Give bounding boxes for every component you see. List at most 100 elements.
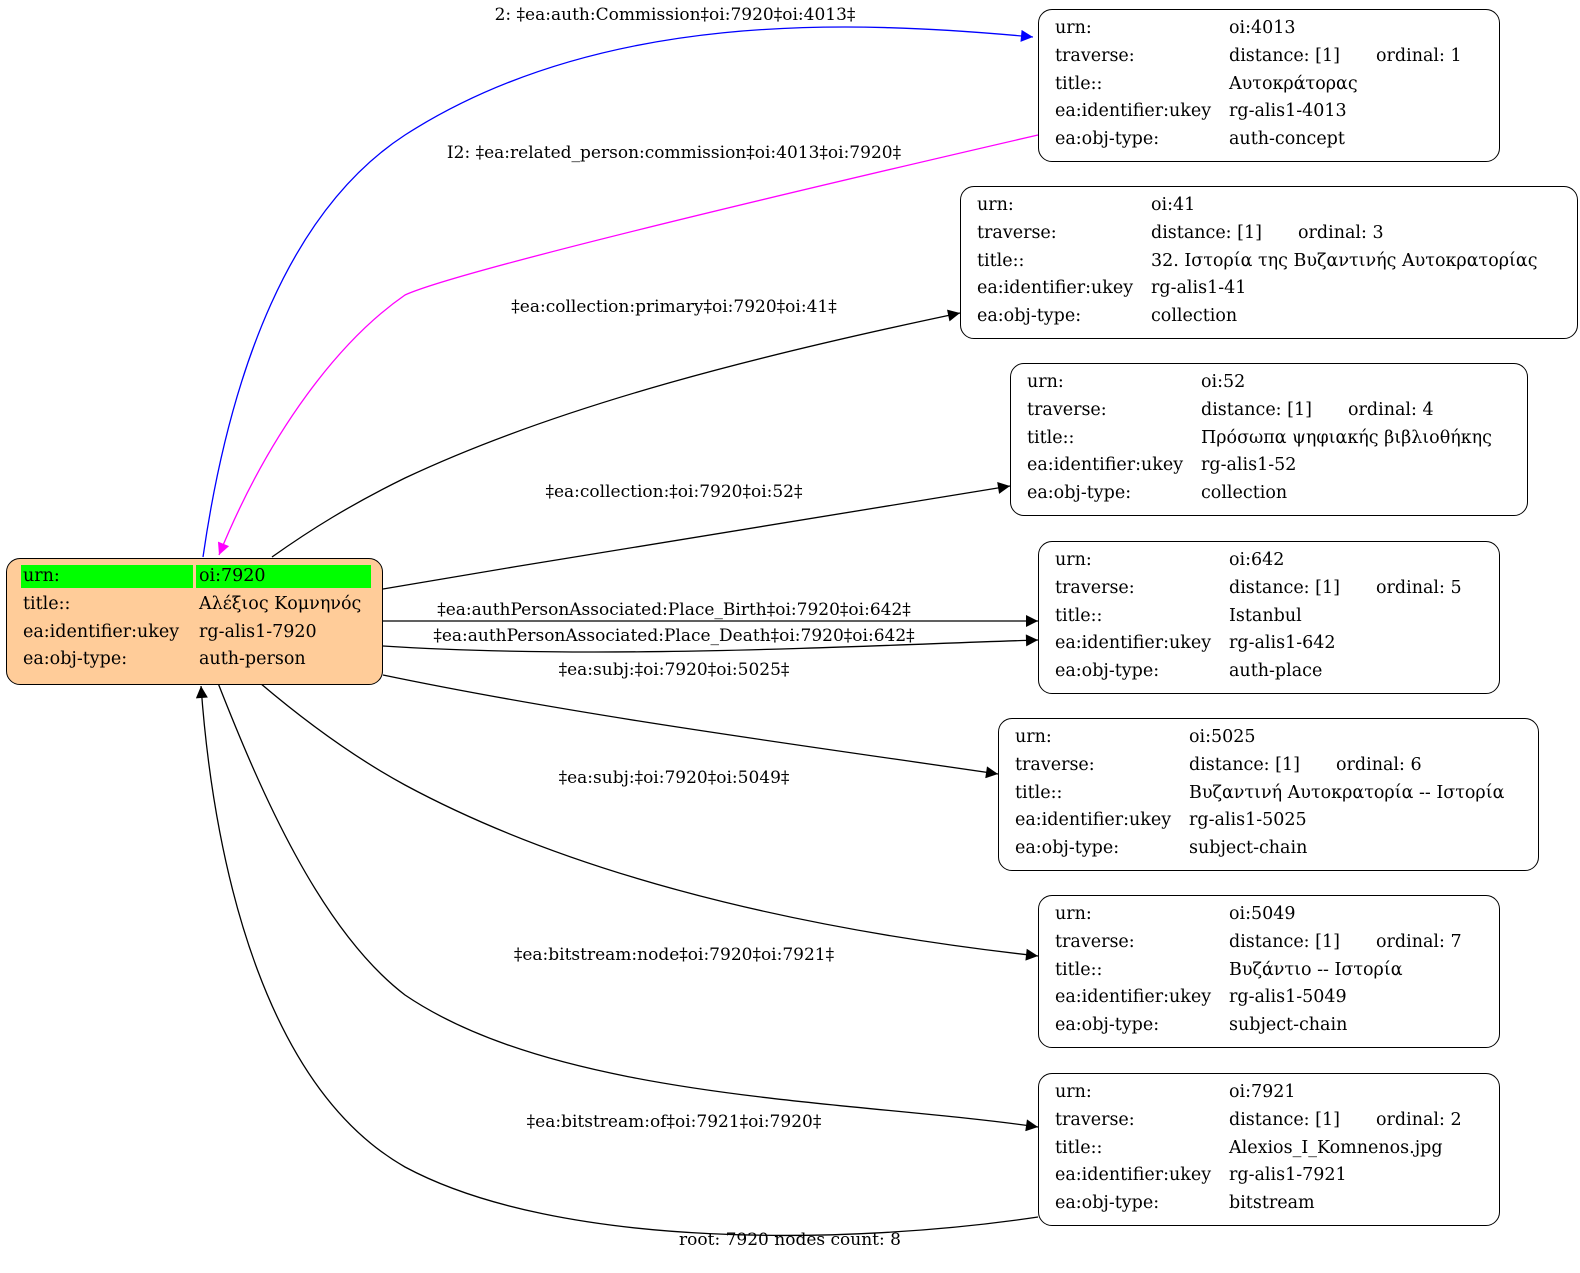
edge-place-death (382, 634, 1039, 653)
node-row-type: ea:obj-type: collection (977, 303, 1577, 331)
urn-key: urn: (1055, 904, 1092, 924)
urn-key: urn: (1015, 727, 1052, 747)
node-row-title: title::Αυτοκράτορας (1055, 71, 1499, 99)
node-row-ukey: ea:identifier:ukey rg-alis1-41 (977, 275, 1577, 303)
node-row-title: title::Istanbul (1055, 603, 1499, 631)
edge-label-collection-primary: ‡ea:collection:primary‡oi:7920‡oi:41‡ (511, 297, 837, 317)
type-value: auth-place (1229, 661, 1323, 682)
title-value: Πρόσωπα ψηφιακής βιβλιοθήκης (1201, 427, 1492, 448)
title-key: title:: (1055, 605, 1103, 626)
title-value: 32. Ιστορία της Βυζαντινής Αυτοκρατορίας (1151, 250, 1538, 271)
traverse-key: traverse: (1055, 1109, 1135, 1130)
edge-label-commission: 2: ‡ea:auth:Commission‡oi:7920‡oi:4013‡ (495, 5, 856, 25)
title-value: Βυζαντινή Αυτοκρατορία -- Ιστορία (1189, 782, 1505, 803)
distance-value: distance: [1] (1229, 577, 1340, 598)
root-type-key: ea:obj-type: (23, 649, 128, 670)
ukey-key: ea:identifier:ukey (1055, 633, 1212, 654)
title-key: title:: (1055, 73, 1103, 94)
node-row-urn: urn: oi:642 (1055, 547, 1499, 575)
ukey-key: ea:identifier:ukey (1027, 455, 1184, 476)
type-key: ea:obj-type: (1015, 838, 1120, 859)
title-value: Istanbul (1229, 605, 1302, 626)
ukey-key: ea:identifier:ukey (1055, 1165, 1212, 1186)
node-row-urn: urn:oi:4013 (1055, 15, 1499, 43)
title-key: title:: (1055, 959, 1103, 980)
root-row-urn: urn: oi:7920 (21, 563, 382, 591)
root-urn-highlight-val (196, 565, 371, 588)
type-key: ea:obj-type: (1055, 661, 1160, 682)
node-oi-7921[interactable]: urn:oi:7921 traverse:distance: [1]ordina… (1038, 1073, 1500, 1226)
node-row-traverse: traverse:distance: [1]ordinal: 4 (1027, 397, 1527, 425)
edge-bitstream-of (195, 685, 1039, 1237)
edge-label-bitstream-node: ‡ea:bitstream:node‡oi:7920‡oi:7921‡ (514, 945, 835, 965)
type-value: collection (1201, 483, 1288, 504)
title-value: Alexios_I_Komnenos.jpg (1229, 1137, 1443, 1158)
ukey-value: rg-alis1-41 (1151, 278, 1247, 299)
node-oi-4013[interactable]: urn:oi:4013 traverse:distance: [1]ordina… (1038, 9, 1500, 162)
node-oi-642[interactable]: urn:oi:642 traverse:distance: [1]ordinal… (1038, 541, 1500, 694)
node-row-ukey: ea:identifier:ukey rg-alis1-642 (1055, 630, 1499, 658)
ukey-value: rg-alis1-52 (1201, 455, 1297, 476)
node-row-type: ea:obj-type:auth-concept (1055, 126, 1499, 154)
urn-value: oi:4013 (1229, 18, 1296, 38)
urn-key: urn: (1027, 372, 1064, 392)
node-row-traverse: traverse:distance: [1]ordinal: 5 (1055, 575, 1499, 603)
edge-label-place-birth: ‡ea:authPersonAssociated:Place_Birth‡oi:… (437, 600, 911, 620)
edge-commission (202, 26, 1034, 558)
node-row-type: ea:obj-type: subject-chain (1015, 835, 1538, 863)
root-urn-value: oi:7920 (199, 566, 266, 586)
ordinal-value: ordinal: 7 (1376, 931, 1462, 952)
node-row-urn: urn:oi:7921 (1055, 1079, 1499, 1107)
node-row-title: title::Πρόσωπα ψηφιακής βιβλιοθήκης (1027, 425, 1527, 453)
ukey-value: rg-alis1-4013 (1229, 101, 1347, 122)
node-row-type: ea:obj-type:bitstream (1055, 1190, 1499, 1218)
urn-value: oi:7921 (1229, 1082, 1296, 1102)
node-oi-5025[interactable]: urn:oi:5025 traverse:distance: [1]ordina… (998, 718, 1539, 871)
urn-key: urn: (1055, 550, 1092, 570)
title-key: title:: (977, 250, 1025, 271)
edge-label-subj-5049: ‡ea:subj:‡oi:7920‡oi:5049‡ (559, 768, 790, 788)
node-row-title: title::Βυζάντιο -- Ιστορία (1055, 957, 1499, 985)
type-value: subject-chain (1189, 838, 1308, 859)
edge-label-place-death: ‡ea:authPersonAssociated:Place_Death‡oi:… (433, 626, 915, 646)
distance-value: distance: [1] (1189, 754, 1300, 775)
edge-related-person (217, 134, 1039, 556)
node-row-type: ea:obj-type:subject-chain (1055, 1012, 1499, 1040)
type-value: collection (1151, 306, 1238, 327)
edge-subj-5049 (259, 682, 1039, 961)
node-oi-5049[interactable]: urn: oi:5049 traverse:distance: [1]ordina… (1038, 895, 1500, 1048)
node-row-type: ea:obj-type: auth-place (1055, 658, 1499, 686)
title-value: Βυζάντιο -- Ιστορία (1229, 959, 1403, 980)
urn-value: oi:5049 (1229, 904, 1296, 924)
edge-bitstream-node (217, 682, 1039, 1132)
node-row-traverse: traverse:distance: [1]ordinal: 2 (1055, 1107, 1499, 1135)
node-row-traverse: traverse:distance: [1]ordinal: 3 (977, 220, 1577, 248)
urn-value: oi:642 (1229, 550, 1285, 570)
root-urn-highlight-key (21, 565, 193, 588)
urn-value: oi:5025 (1189, 727, 1256, 747)
root-row-ukey: ea:identifier:ukey rg-alis1-7920 (21, 619, 382, 647)
type-key: ea:obj-type: (1055, 1193, 1160, 1214)
root-node[interactable]: urn: oi:7920 title:: Αλέξιος Κομνηνός ea… (6, 558, 383, 685)
node-oi-52[interactable]: urn:oi:52 traverse:distance: [1]ordinal:… (1010, 363, 1528, 516)
title-key: title:: (1055, 1137, 1103, 1158)
node-row-title: title::Βυζαντινή Αυτοκρατορία -- Ιστορία (1015, 780, 1538, 808)
edge-collection-primary (271, 309, 961, 558)
traverse-key: traverse: (1055, 45, 1135, 66)
root-title-key: title:: (23, 593, 71, 614)
ukey-key: ea:identifier:ukey (977, 278, 1134, 299)
node-row-ukey: ea:identifier:ukey rg-alis1-52 (1027, 452, 1527, 480)
edge-subj-5025 (382, 674, 999, 779)
edge-label-bitstream-of: ‡ea:bitstream:of‡oi:7921‡oi:7920‡ (527, 1112, 822, 1132)
root-title-value: Αλέξιος Κομνηνός (199, 593, 362, 614)
ukey-value: rg-alis1-5049 (1229, 987, 1347, 1008)
node-row-traverse: traverse:distance: [1]ordinal: 1 (1055, 43, 1499, 71)
traverse-key: traverse: (1027, 399, 1107, 420)
node-row-type: ea:obj-type:collection (1027, 480, 1527, 508)
ukey-value: rg-alis1-642 (1229, 633, 1336, 654)
type-key: ea:obj-type: (977, 306, 1082, 327)
traverse-key: traverse: (1055, 577, 1135, 598)
node-row-traverse: traverse:distance: [1]ordinal: 7 (1055, 929, 1499, 957)
node-oi-41[interactable]: urn:oi:41 traverse:distance: [1]ordinal:… (960, 186, 1578, 339)
